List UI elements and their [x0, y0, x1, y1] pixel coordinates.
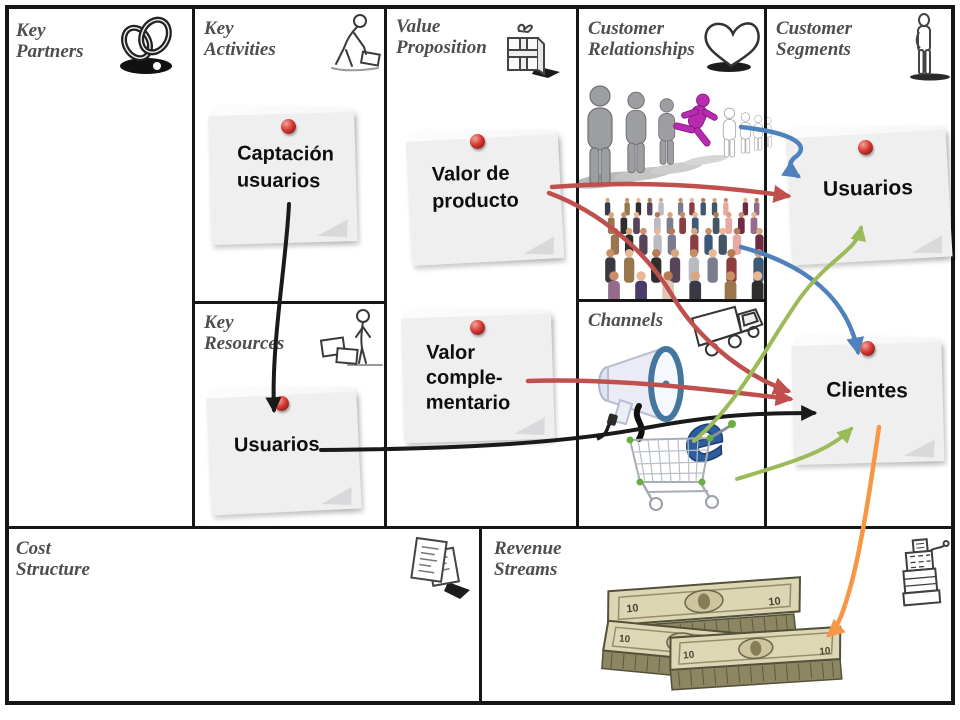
grid-vline-1 — [192, 9, 195, 527]
push-pin — [274, 396, 289, 411]
grid-vline-2 — [384, 9, 387, 527]
worker-pushing-icon — [331, 14, 381, 72]
gift-box-icon — [507, 23, 560, 78]
grid-vline-3 — [576, 9, 579, 527]
grid-hline-relationships-channels — [576, 299, 767, 302]
crowd-photo-image — [604, 197, 764, 300]
cash-register-icon — [902, 538, 950, 607]
grid-vline-cost-revenue — [479, 527, 482, 701]
person-with-boxes-icon — [319, 309, 383, 366]
svg-text:10: 10 — [626, 602, 639, 615]
svg-text:10: 10 — [819, 646, 831, 658]
queue-of-people-image — [578, 85, 773, 189]
delivery-truck-icon — [690, 305, 764, 357]
interlocked-rings-icon — [120, 16, 172, 74]
heart-icon — [704, 22, 760, 72]
standing-person-icon — [910, 13, 950, 81]
push-pin — [470, 320, 485, 335]
grid-hline-activities-resources — [192, 301, 387, 304]
svg-text:10: 10 — [619, 634, 631, 646]
shopping-cart-with-e-image: e — [626, 397, 736, 511]
push-pin — [858, 140, 873, 155]
sticky-note-valor-de-producto[interactable]: Valor de producto — [411, 130, 557, 255]
push-pin — [470, 134, 485, 149]
grid-vline-4 — [764, 9, 767, 527]
svg-text:10: 10 — [768, 595, 781, 608]
receipts-icon — [410, 536, 470, 599]
grid-hline-bottom-row — [9, 526, 951, 529]
push-pin — [281, 119, 296, 134]
money-stacks-image: 10 10 10 10 10 — [601, 576, 843, 691]
push-pin — [860, 341, 875, 356]
svg-text:10: 10 — [683, 650, 695, 662]
